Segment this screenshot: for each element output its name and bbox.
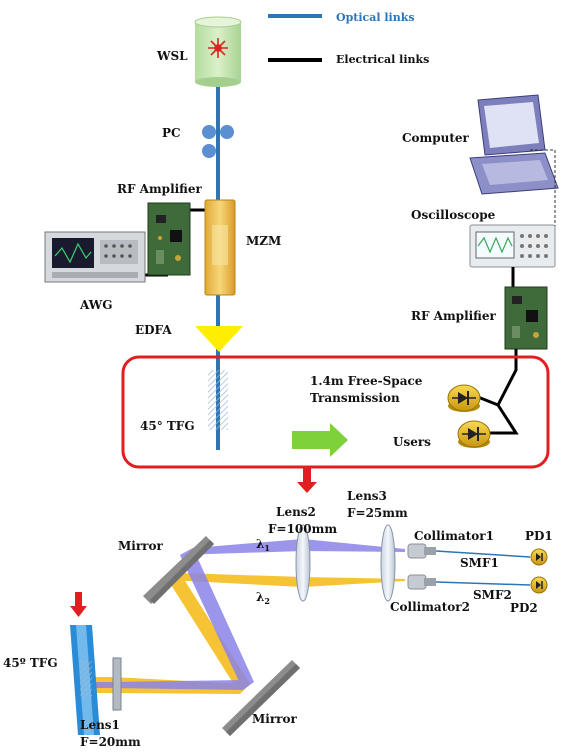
edfa-triangle [195,326,243,352]
lens3-label: Lens3 [347,489,387,503]
lambda2-label: λ2 [256,590,270,606]
pd1-photodiode-icon [530,548,548,566]
polarization-controller-icon [202,125,234,158]
laser-burst-icon [208,38,228,58]
smf2-fiber [435,581,531,586]
legend-optical-label: Optical links [336,11,415,24]
electrical-link-users-split [488,404,519,435]
mirror-top-label: Mirror [118,539,163,553]
collimator2 [407,574,436,590]
computer-label: Computer [402,131,470,145]
lens1-label: Lens1 [80,718,120,732]
photodiode-user-2-icon [457,420,491,448]
oscilloscope-instrument [469,224,556,268]
tfg-bottom-label: 45º TFG [3,656,58,670]
red-down-arrow-icon [297,468,317,493]
lambda1-symbol: λ [256,537,264,551]
electrical-link-rf-users [477,349,518,407]
lambda2-subscript: 2 [264,596,270,606]
pd2-photodiode-icon [530,576,548,594]
tfg-top-label: 45° TFG [140,419,195,433]
legend: Optical links Electrical links [268,11,429,66]
lambda1-label: λ1 [256,537,270,553]
tfg-grating-top [208,370,228,430]
lens3-focal-label: F=25mm [347,506,408,520]
wsl-label: WSL [156,49,188,63]
smf1-label: SMF1 [460,556,499,570]
edfa-label: EDFA [135,323,172,337]
collimator1-label: Collimator1 [414,529,494,543]
red-input-arrow-icon [70,592,87,617]
free-space-label-line2: Transmission [310,391,400,405]
awg-instrument [44,231,146,283]
collimator2-label: Collimator2 [390,600,470,614]
lens3-optic [380,524,396,602]
awg-label: AWG [79,298,112,312]
photodiode-user-1-icon [447,384,481,412]
pd2-label: PD2 [510,601,538,615]
computer-laptop-icon [469,94,559,195]
smf2-label: SMF2 [473,588,512,602]
pd1-label: PD1 [525,529,553,543]
mirror-bottom [222,660,300,736]
lambda1-subscript: 1 [264,543,270,553]
rf-amplifier-board-right [504,286,548,350]
free-space-label-line1: 1.4m Free-Space [310,374,423,388]
rf-amplifier-board-left [147,202,191,276]
lens1-optic [112,657,122,711]
legend-electrical-label: Electrical links [336,53,429,66]
smf1-fiber [435,550,531,558]
free-space-box [121,355,550,469]
lens1-focal-label: F=20mm [80,735,141,749]
rf-amplifier-right-label: RF Amplifier [411,309,497,323]
mzm-modulator [204,199,236,296]
green-direction-arrow-icon [292,423,348,457]
mirror-bottom-label: Mirror [252,712,297,726]
lambda2-symbol: λ [256,590,264,604]
users-label: Users [393,435,431,449]
oscilloscope-label: Oscilloscope [411,208,496,222]
mirror-top [143,536,214,604]
beam-lambda1 [85,539,405,690]
collimator1 [407,543,436,559]
lens2-optic [295,524,311,602]
lens2-label: Lens2 [276,505,316,519]
mzm-label: MZM [246,234,281,248]
lens2-focal-label: F=100mm [268,522,337,536]
pc-label: PC [162,126,181,140]
wsl-laser [194,16,242,87]
rf-amplifier-top-label: RF Amplifier [117,182,203,196]
tfg-fiber-bottom [70,625,100,735]
